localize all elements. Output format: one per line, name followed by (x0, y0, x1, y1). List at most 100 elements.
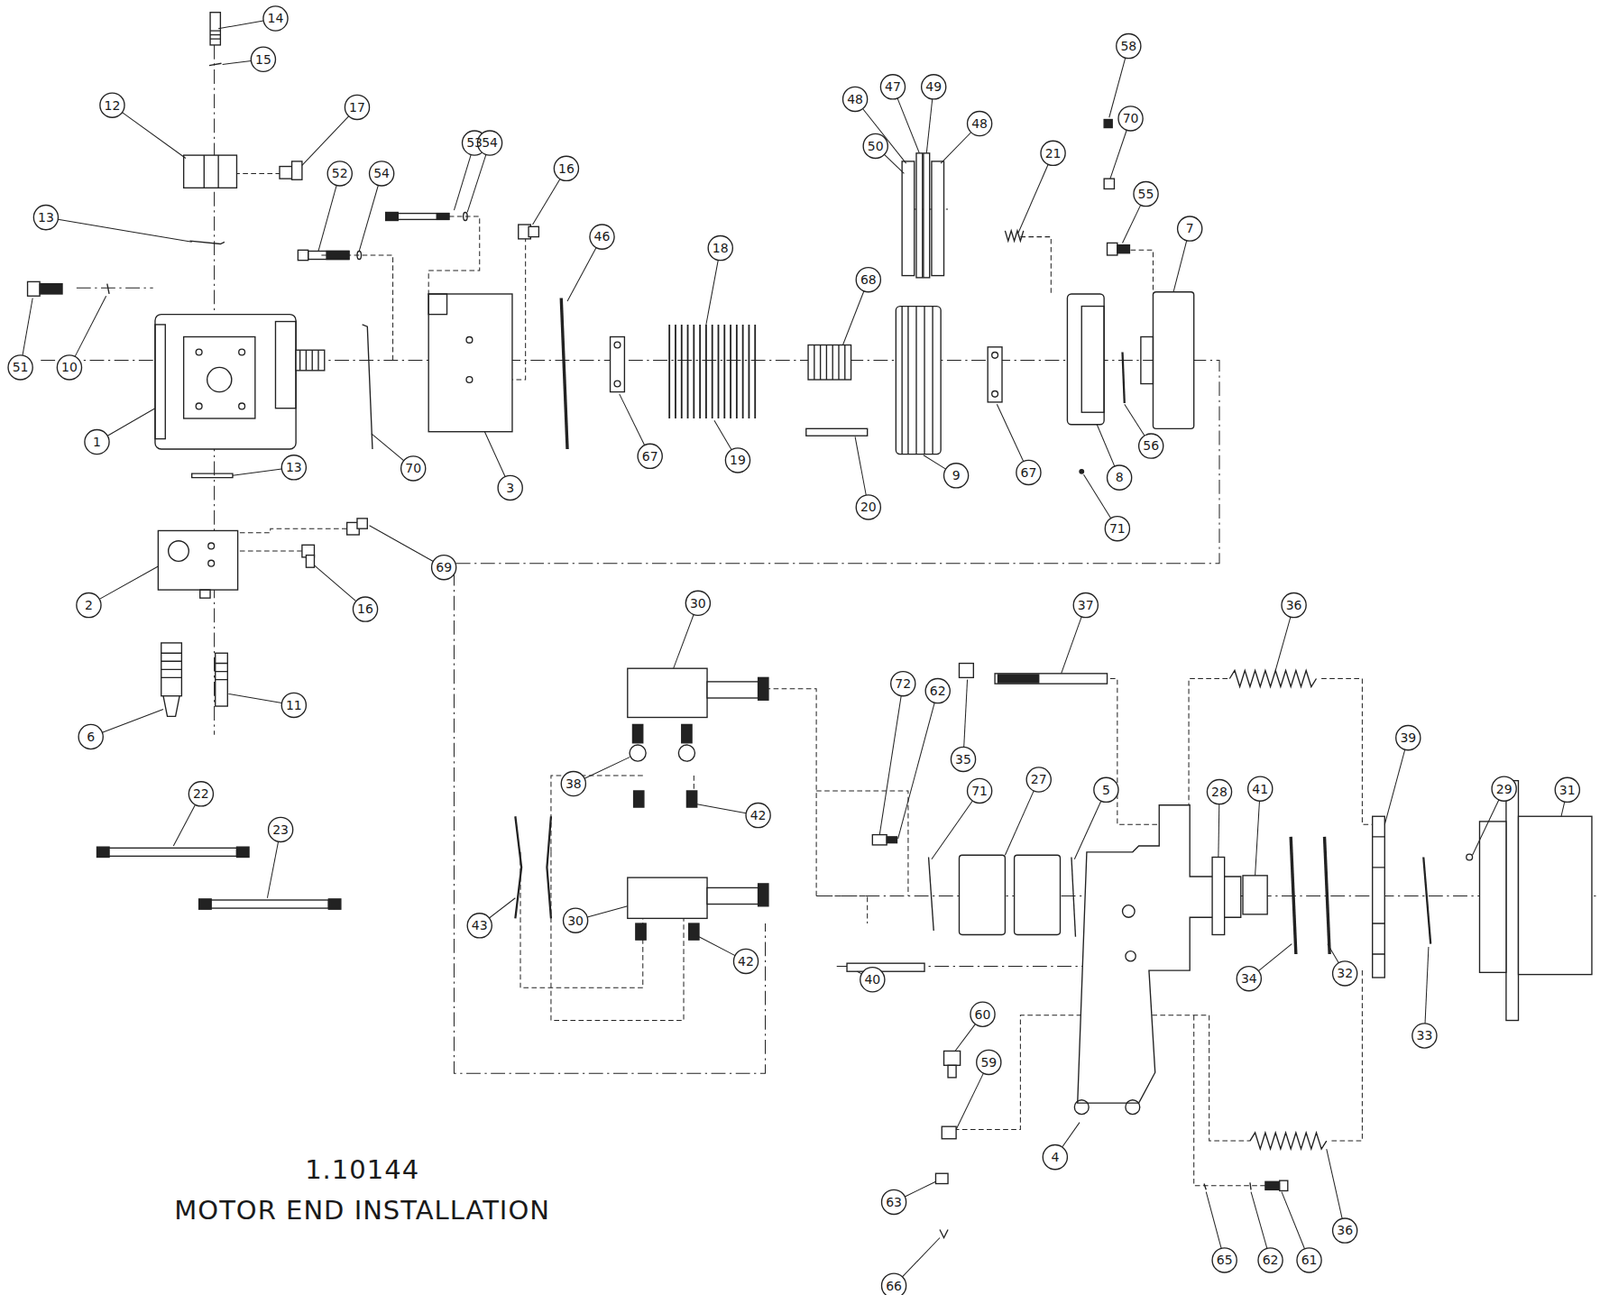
leader-line (714, 420, 732, 450)
callout-number: 6 (86, 730, 95, 744)
callout-number: 54 (481, 136, 498, 149)
leader-line (232, 468, 282, 476)
callout-number: 17 (349, 101, 366, 114)
callout-circle (100, 92, 125, 118)
callout-circle (1139, 433, 1164, 459)
leader-line (879, 696, 902, 836)
callout-number: 22 (193, 787, 210, 800)
callout-circle (1212, 1248, 1237, 1273)
callout-number: 4 (1050, 1150, 1059, 1164)
leader-line (1110, 129, 1127, 179)
callout-circle (685, 590, 710, 616)
leader-line (467, 154, 487, 212)
callout-number: 48 (971, 117, 988, 130)
callout-number: 58 (1120, 39, 1137, 53)
leader-line (1084, 474, 1112, 518)
callout-circle (967, 110, 993, 136)
callout-circle (8, 355, 33, 380)
callout-circle (553, 156, 579, 181)
callout-number: 36 (1286, 598, 1303, 612)
callout-number: 13 (37, 211, 55, 224)
callout-circle (880, 74, 905, 100)
leader-line (533, 178, 561, 225)
callout-number: 11 (285, 698, 303, 712)
callout-circle (637, 443, 663, 469)
callout-number: 41 (1251, 782, 1269, 796)
callout-circle (1094, 777, 1119, 802)
callout-circle (1040, 140, 1066, 166)
leader-line (1472, 800, 1499, 856)
leader-line (1096, 424, 1115, 467)
leader-line (996, 404, 1023, 461)
callout-circle (1236, 966, 1261, 992)
callout-number: 12 (104, 99, 121, 112)
leader-line (74, 295, 107, 357)
callout-circle (855, 267, 881, 293)
callout-bubbles (8, 6, 1580, 1295)
callout-number: 28 (1211, 785, 1228, 799)
callout-number: 59 (980, 1056, 997, 1069)
callout-circle (281, 455, 306, 480)
callout-number: 62 (929, 684, 947, 698)
callout-number: 42 (750, 809, 767, 822)
callout-number: 29 (1496, 782, 1513, 796)
leader-line (302, 116, 350, 166)
leader-line (1255, 800, 1260, 876)
leader-line (1124, 404, 1145, 436)
callout-number: 30 (567, 914, 584, 928)
callout-number: 23 (272, 823, 289, 837)
callout-circle (56, 355, 82, 380)
callout-number: 39 (1399, 731, 1417, 745)
callout-number: 71 (1109, 522, 1126, 535)
callout-circle (1333, 1218, 1358, 1243)
callout-number: 70 (404, 461, 422, 475)
leader-line (101, 708, 164, 733)
leader-line (904, 1181, 936, 1197)
callout-number: 18 (712, 241, 729, 255)
leader-line (1281, 1192, 1305, 1250)
leader-line (1275, 616, 1291, 671)
callout-circle (352, 597, 378, 622)
leader-line (99, 566, 158, 599)
callout-circle (560, 771, 586, 796)
leader-line (313, 565, 356, 602)
leader-line (897, 98, 920, 154)
callout-number: 3 (505, 481, 515, 495)
callout-number: 16 (357, 602, 374, 616)
leader-line (1173, 240, 1187, 293)
callout-circle (563, 908, 589, 933)
callout-circle (733, 948, 758, 974)
callout-number: 34 (1241, 972, 1258, 985)
callout-circle (843, 86, 868, 111)
callout-number: 62 (1262, 1253, 1279, 1267)
callout-number: 46 (594, 229, 611, 243)
callout-circle (976, 1049, 1002, 1075)
leader-line (121, 112, 185, 159)
callout-number: 9 (952, 468, 961, 482)
leader-line (898, 702, 936, 839)
leader-line (371, 433, 405, 461)
leader-line (883, 154, 904, 174)
leader-line (222, 60, 252, 65)
callout-number: 15 (255, 53, 272, 66)
callout-circle (263, 6, 288, 31)
leader-line (697, 804, 747, 814)
callout-circle (725, 448, 750, 473)
callout-circle (401, 456, 426, 481)
callout-circle (84, 429, 110, 454)
callout-number: 27 (1030, 772, 1048, 786)
leader-line (57, 219, 192, 242)
leader-line (1004, 790, 1034, 856)
callout-number: 30 (689, 597, 707, 610)
callout-number: 56 (1142, 439, 1159, 452)
callout-circle (344, 94, 369, 120)
callout-circle (589, 224, 615, 249)
leader-line (956, 1073, 984, 1130)
leader-line (1074, 800, 1101, 860)
leader-line (1425, 947, 1429, 1024)
callout-number: 13 (285, 460, 303, 474)
callout-number: 7 (1186, 221, 1195, 235)
callout-number: 32 (1336, 966, 1353, 980)
callout-circle (944, 463, 969, 488)
